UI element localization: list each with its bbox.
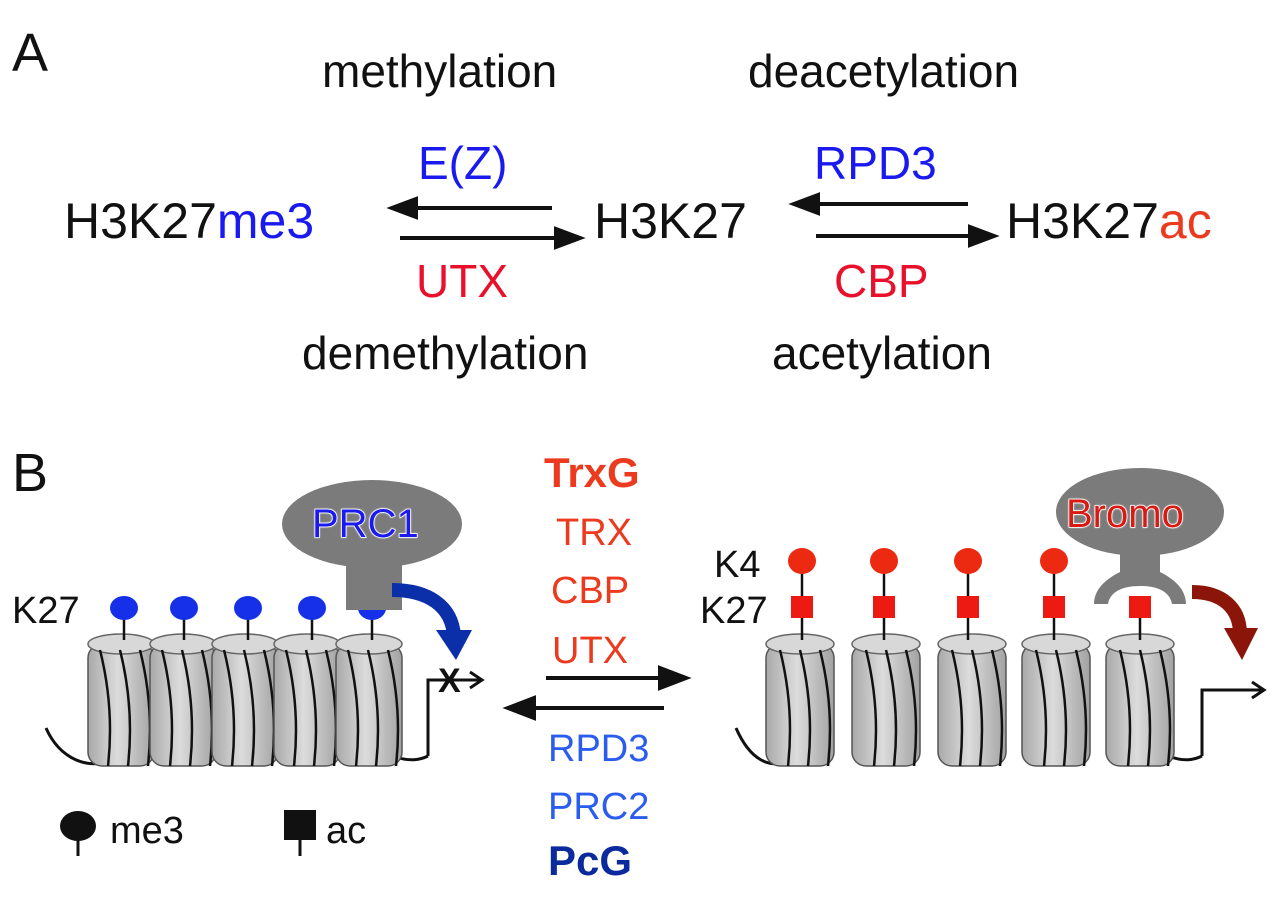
right-nucleosome — [765, 633, 835, 767]
blocked-transcription-mark: X — [438, 662, 461, 700]
right-k27-label: K27 — [700, 590, 768, 632]
h3k27-center-label: H3K27 — [594, 193, 747, 249]
ac-mark — [873, 596, 895, 640]
right-nucleosome — [1021, 633, 1091, 767]
rpd3-label: RPD3 — [548, 728, 650, 770]
methylation-arrowhead — [386, 196, 418, 220]
k4-mark — [1040, 548, 1068, 596]
activation-arrowhead — [658, 665, 692, 691]
center-equilibrium-arrows — [502, 665, 692, 721]
right-nucleosome — [937, 633, 1007, 767]
h3k27ac-suffix: ac — [1158, 193, 1212, 249]
prc1-label: PRC1 — [311, 502, 419, 546]
left-me3-marks — [110, 596, 386, 640]
panel-b-label: B — [12, 443, 49, 503]
right-nucleosome — [1105, 633, 1175, 767]
legend-me3-symbol — [60, 811, 96, 856]
bromo-activation-arrow — [1191, 585, 1247, 635]
left-nucleosome — [273, 633, 341, 767]
h3k27ac-label: H3K27ac — [1006, 196, 1212, 246]
k4-mark — [954, 548, 982, 596]
deacetylation-arrowhead — [788, 192, 820, 216]
acetylation-arrowhead — [968, 224, 1000, 248]
right-k4-label: K4 — [714, 544, 761, 586]
methylation-equilibrium-arrows — [386, 196, 586, 250]
demethylation-label: demethylation — [302, 327, 589, 379]
left-promoter — [426, 670, 485, 756]
bromo-label: Bromo — [1065, 492, 1184, 536]
panel-a-label: A — [12, 23, 49, 83]
ez-enzyme-label: E(Z) — [418, 137, 508, 189]
me3-mark — [110, 596, 138, 640]
me3-mark — [298, 596, 326, 640]
prc1-repression-arrowhead — [436, 630, 472, 660]
bromo-activation-arrowhead — [1224, 628, 1258, 660]
k4-mark — [870, 548, 898, 596]
left-chromatin — [44, 480, 485, 767]
prc1-repression-arrow — [391, 583, 461, 637]
demethylation-arrowhead — [554, 226, 586, 250]
acetylation-label: acetylation — [772, 327, 992, 379]
trx-label: TRX — [556, 512, 632, 554]
left-k27-label: K27 — [12, 590, 80, 632]
pcg-label: PcG — [548, 837, 633, 884]
legend-ac-symbol — [284, 810, 316, 856]
me3-mark — [234, 596, 262, 640]
methylation-label: methylation — [322, 45, 558, 97]
ac-mark — [1043, 596, 1065, 640]
right-ac-marks — [791, 596, 1151, 640]
prc2-label: PRC2 — [548, 786, 650, 828]
ac-mark — [1129, 596, 1151, 640]
left-nucleosome — [149, 633, 217, 767]
h3k27me3-prefix: H3K27 — [64, 193, 217, 249]
legend-ac-label: ac — [326, 810, 367, 852]
right-promoter — [1200, 680, 1267, 756]
cbp-enzyme-label: CBP — [834, 255, 929, 307]
legend-me3-label: me3 — [110, 810, 184, 852]
h3k27me3-suffix: me3 — [216, 193, 315, 249]
right-chromatin — [734, 468, 1267, 767]
h3k27me3-label: H3K27me3 — [64, 196, 314, 246]
h3k27ac-prefix: H3K27 — [1006, 193, 1159, 249]
rpd3-enzyme-label: RPD3 — [814, 137, 937, 189]
left-nucleosome — [211, 633, 279, 767]
repression-arrowhead — [502, 695, 536, 721]
right-k4-marks — [788, 548, 1068, 596]
utx-label: UTX — [552, 630, 628, 672]
left-nucleosome — [87, 633, 155, 767]
trxg-label: TrxG — [544, 449, 640, 496]
ac-mark — [791, 596, 813, 640]
prc1-protein — [282, 480, 462, 610]
me3-mark — [170, 596, 198, 640]
right-nucleosome — [851, 633, 921, 767]
deacetylation-label: deacetylation — [748, 45, 1020, 97]
acetylation-equilibrium-arrows — [788, 192, 1000, 248]
left-nucleosome — [335, 633, 403, 767]
utx-enzyme-label: UTX — [416, 255, 508, 307]
k4-mark — [788, 548, 816, 596]
cbp-label: CBP — [551, 570, 630, 612]
bromo-protein — [1056, 468, 1224, 604]
ac-mark — [957, 596, 979, 640]
